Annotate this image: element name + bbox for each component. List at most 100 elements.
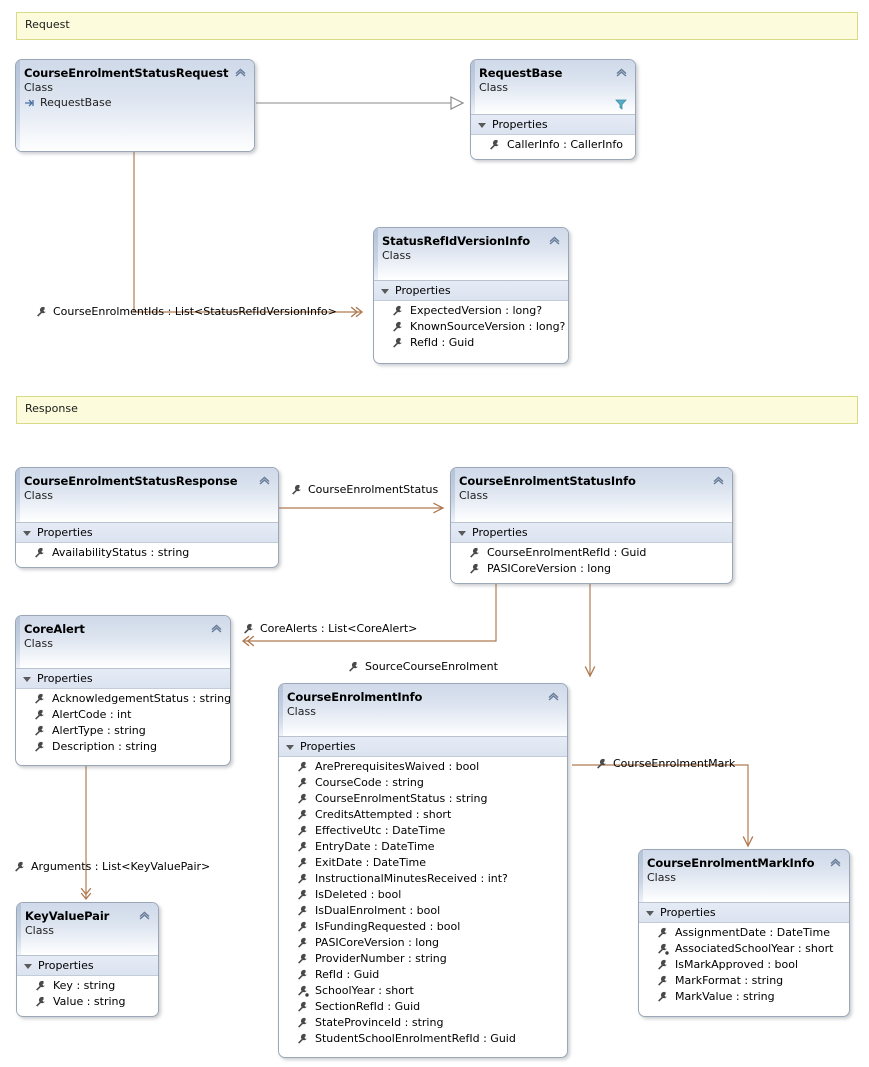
- member-row[interactable]: AlertType : string: [20, 723, 226, 739]
- class-course-enrolment-status-request[interactable]: CourseEnrolmentStatusRequest Class Reque…: [15, 59, 255, 152]
- member-row[interactable]: RefId : Guid: [283, 967, 563, 983]
- member-row[interactable]: CourseEnrolmentRefId : Guid: [455, 545, 728, 561]
- property-wrench-icon: [298, 889, 308, 900]
- class-header: CourseEnrolmentStatusRequest Class Reque…: [16, 60, 254, 151]
- member-label: ExpectedVersion : long?: [410, 304, 543, 317]
- class-request-base[interactable]: RequestBase Class Properties CallerInfo …: [470, 59, 636, 160]
- collapse-chevron-icon[interactable]: [615, 66, 628, 79]
- member-label: ArePrerequisitesWaived : bool: [315, 760, 480, 773]
- association-label-arguments[interactable]: Arguments : List<KeyValuePair>: [14, 860, 210, 874]
- collapse-chevron-icon[interactable]: [138, 909, 151, 922]
- member-row[interactable]: ProviderNumber : string: [283, 951, 563, 967]
- member-row[interactable]: CourseEnrolmentStatus : string: [283, 791, 563, 807]
- property-wrench-icon: [470, 547, 480, 558]
- expand-triangle-icon: [24, 964, 32, 969]
- member-row[interactable]: SchoolYear : short: [283, 983, 563, 999]
- filter-funnel-icon[interactable]: [615, 98, 627, 110]
- member-row[interactable]: PASICoreVersion : long: [455, 561, 728, 577]
- association-label-core-alerts[interactable]: CoreAlerts : List<CoreAlert>: [243, 622, 417, 636]
- member-list: CallerInfo : CallerInfo: [471, 135, 635, 158]
- member-row[interactable]: AlertCode : int: [20, 707, 226, 723]
- member-row[interactable]: PASICoreVersion : long: [283, 935, 563, 951]
- class-course-enrolment-status-info[interactable]: CourseEnrolmentStatusInfo Class Properti…: [450, 467, 733, 584]
- member-row[interactable]: AssociatedSchoolYear : short: [643, 941, 845, 957]
- compartment-header-properties[interactable]: Properties: [471, 114, 635, 135]
- collapse-chevron-icon[interactable]: [210, 622, 223, 635]
- class-course-enrolment-mark-info[interactable]: CourseEnrolmentMarkInfo Class Properties…: [638, 849, 850, 1017]
- property-wrench-icon: [298, 937, 308, 948]
- member-row[interactable]: IsDualEnrolment : bool: [283, 903, 563, 919]
- class-course-enrolment-status-response[interactable]: CourseEnrolmentStatusResponse Class Prop…: [15, 467, 279, 568]
- compartment-header-properties[interactable]: Properties: [17, 955, 158, 976]
- member-row[interactable]: MarkValue : string: [643, 989, 845, 1005]
- member-row[interactable]: CreditsAttempted : short: [283, 807, 563, 823]
- property-wrench-icon: [658, 975, 668, 986]
- compartment-header-properties[interactable]: Properties: [16, 522, 278, 543]
- member-row[interactable]: SectionRefId : Guid: [283, 999, 563, 1015]
- class-status-ref-id-version-info[interactable]: StatusRefIdVersionInfo Class Properties …: [373, 227, 569, 364]
- member-row[interactable]: Value : string: [21, 994, 154, 1010]
- property-wrench-icon: [393, 321, 403, 332]
- member-row[interactable]: StateProvinceId : string: [283, 1015, 563, 1031]
- member-row[interactable]: AssignmentDate : DateTime: [643, 925, 845, 941]
- member-row[interactable]: IsFundingRequested : bool: [283, 919, 563, 935]
- class-kind: Class: [287, 705, 316, 718]
- class-kind: Class: [647, 871, 676, 884]
- member-row[interactable]: IsDeleted : bool: [283, 887, 563, 903]
- member-row[interactable]: CallerInfo : CallerInfo: [475, 137, 631, 153]
- class-course-enrolment-info[interactable]: CourseEnrolmentInfo Class Properties Are…: [278, 683, 568, 1058]
- member-list: CourseEnrolmentRefId : Guid PASICoreVers…: [451, 543, 732, 582]
- section-banner-response: Response: [16, 396, 858, 424]
- collapse-chevron-icon[interactable]: [234, 66, 247, 79]
- collapse-chevron-icon[interactable]: [548, 234, 561, 247]
- member-label: IsDeleted : bool: [315, 888, 402, 901]
- class-title: CourseEnrolmentStatusResponse: [24, 474, 238, 488]
- member-row[interactable]: IsMarkApproved : bool: [643, 957, 845, 973]
- member-list: AvailabilityStatus : string: [16, 543, 278, 566]
- property-wrench-icon: [15, 861, 25, 872]
- member-row[interactable]: ExitDate : DateTime: [283, 855, 563, 871]
- member-row[interactable]: Key : string: [21, 978, 154, 994]
- member-row[interactable]: StudentSchoolEnrolmentRefId : Guid: [283, 1031, 563, 1047]
- compartment-header-properties[interactable]: Properties: [16, 668, 230, 689]
- member-row[interactable]: ArePrerequisitesWaived : bool: [283, 759, 563, 775]
- member-row[interactable]: ExpectedVersion : long?: [378, 303, 564, 319]
- compartment-header-properties[interactable]: Properties: [639, 902, 849, 923]
- association-label-text: CourseEnrolmentMark: [613, 757, 736, 770]
- class-core-alert[interactable]: CoreAlert Class Properties Acknowledgeme…: [15, 615, 231, 766]
- association-label-source-course-enrolment[interactable]: SourceCourseEnrolment: [348, 660, 498, 674]
- compartment-header-properties[interactable]: Properties: [279, 736, 567, 757]
- member-label: SectionRefId : Guid: [315, 1000, 421, 1013]
- class-title: CourseEnrolmentStatusInfo: [459, 474, 636, 488]
- member-row[interactable]: Description : string: [20, 739, 226, 755]
- class-key-value-pair[interactable]: KeyValuePair Class Properties Key : stri…: [16, 902, 159, 1017]
- member-row[interactable]: EntryDate : DateTime: [283, 839, 563, 855]
- property-wrench-icon: [36, 980, 46, 991]
- association-label-course-enrolment-status[interactable]: CourseEnrolmentStatus: [291, 483, 438, 497]
- member-label: ProviderNumber : string: [315, 952, 447, 965]
- property-wrench-icon: [393, 305, 403, 316]
- member-row[interactable]: CourseCode : string: [283, 775, 563, 791]
- association-label-course-enrolment-ids[interactable]: CourseEnrolmentIds : List<StatusRefIdVer…: [36, 305, 337, 319]
- collapse-chevron-icon[interactable]: [547, 690, 560, 703]
- section-banner-request-label: Request: [25, 18, 70, 31]
- class-kind: Class: [24, 489, 53, 502]
- member-row[interactable]: RefId : Guid: [378, 335, 564, 351]
- member-row[interactable]: MarkFormat : string: [643, 973, 845, 989]
- collapse-chevron-icon[interactable]: [829, 856, 842, 869]
- property-wrench-icon: [244, 623, 254, 634]
- compartment-header-properties[interactable]: Properties: [451, 522, 732, 543]
- member-list: ArePrerequisitesWaived : bool CourseCode…: [279, 757, 567, 1052]
- member-label: CreditsAttempted : short: [315, 808, 452, 821]
- collapse-chevron-icon[interactable]: [712, 474, 725, 487]
- compartment-header-properties[interactable]: Properties: [374, 280, 568, 301]
- member-row[interactable]: InstructionalMinutesReceived : int?: [283, 871, 563, 887]
- class-header: StatusRefIdVersionInfo Class: [374, 228, 568, 280]
- association-label-course-enrolment-mark[interactable]: CourseEnrolmentMark: [596, 757, 735, 771]
- member-row[interactable]: KnownSourceVersion : long?: [378, 319, 565, 335]
- member-row[interactable]: EffectiveUtc : DateTime: [283, 823, 563, 839]
- property-wrench-icon: [298, 857, 308, 868]
- collapse-chevron-icon[interactable]: [258, 474, 271, 487]
- member-row[interactable]: AvailabilityStatus : string: [20, 545, 274, 561]
- member-row[interactable]: AcknowledgementStatus : string: [20, 691, 230, 707]
